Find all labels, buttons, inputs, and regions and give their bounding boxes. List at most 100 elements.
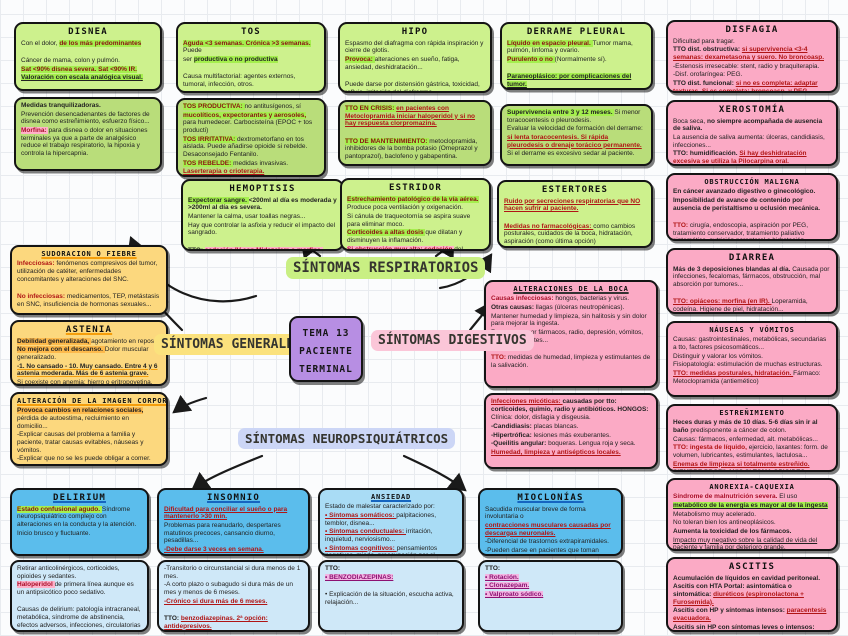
box-obstruccion-title: OBSTRUCCIÓN MALIGNA (704, 178, 800, 186)
box-boca-infecciones: Infecciones micóticas: causadas por tto:… (484, 393, 658, 469)
text-line: Mantener la calma, usar toallas negras..… (188, 212, 306, 220)
text-line (17, 598, 142, 606)
text-line: Dificultad para conciliar el sueño o par… (164, 505, 288, 521)
text-line: Evaluar la velocidad de formación del de… (507, 125, 643, 133)
text-line: • Clonazepam. (485, 582, 530, 590)
text-line: Sat <90% disnea severa. Sat <90% IR. (21, 65, 137, 73)
box-insomnio-body: Dificultad para conciliar el sueño o par… (164, 506, 303, 554)
text-line: -Pueden darse en pacientes que toman opi… (485, 546, 599, 554)
text-line: TTO: ingesta de líquido, ejercicio, laxa… (673, 444, 828, 459)
text-line (345, 129, 485, 137)
text-line: Humedad, limpieza y antisépticos locales… (491, 448, 621, 456)
text-line: TTO: medidas posturales, hidratación. Fá… (673, 369, 821, 385)
box-estrenimiento-title: ESTREÑIMIENTO (719, 409, 785, 417)
box-estertores: ESTERTORES Ruido por secreciones respira… (497, 180, 653, 248)
text-line: Problemas para reanudarlo, despertares m… (164, 521, 281, 545)
box-hipo-title: HIPO (401, 27, 429, 37)
box-delirium-tto: Retirar anticolinérgicos, corticoides, o… (10, 560, 149, 632)
text-line: Morfina: para disnea o dolor en situacio… (21, 126, 148, 157)
text-line: Sacudida muscular breve de forma involun… (485, 505, 586, 521)
box-mioclonias-body: Sacudida muscular breve de forma involun… (485, 505, 616, 554)
text-line: contracciones musculares causadas por de… (485, 521, 611, 537)
text-line: TTO: opiáceos: morfina (en IR). Loperami… (673, 298, 808, 313)
text-line: Estado de malestar caracterizado por: (325, 503, 435, 511)
text-line: Haloperidol de primera línea aunque es u… (17, 581, 134, 596)
text-line: -1. No cansado - 10. Muy cansado. Entre … (17, 362, 158, 378)
text-line (507, 65, 646, 73)
label-sintomas-digestivos: SÍNTOMAS DIGESTIVOS (371, 330, 534, 351)
text-line: -Estenosis irresecable: stent, radio y b… (673, 62, 820, 70)
text-line: • Síntomas cognitivos: pensamientos nega… (325, 544, 438, 556)
box-hipo-body: Espasmo del diafragma con rápida inspira… (345, 39, 485, 93)
box-estridor-body: Estrechamiento patológico de la vía aére… (347, 195, 484, 249)
text-line: Si el derrame es excesivo sedar al pacie… (507, 150, 635, 158)
arrow-generales-imagen (172, 394, 208, 414)
box-estertores-title: ESTERTORES (541, 185, 609, 195)
box-hipo-tto: TTO EN CRISIS: en pacientes con Metoclop… (338, 100, 492, 166)
text-line: Espasmo del diafragma con rápida inspira… (345, 39, 484, 55)
text-line: -Diferencial de trastornos extrapiramida… (485, 538, 609, 546)
text-line: • Síntomas somáticos: palpitaciones, tem… (325, 511, 437, 527)
box-derrame-tto-body: Supervivencia entre 3 y 12 meses. Si men… (507, 109, 646, 158)
box-sudoracion-fiebre: SUDORACION O FIEBRE Infecciosas: fenómen… (10, 245, 168, 315)
box-delirium-tto-body: Retirar anticolinérgicos, corticoides, o… (17, 565, 142, 630)
box-alteraciones-boca: ALTERACIONES DE LA BOCA Causas infeccios… (484, 280, 658, 388)
text-line: TTO DE MANTENIMIENTO: metoclopramida, in… (345, 137, 478, 160)
box-nauseas-title: NÁUSEAS Y VÓMITOS (709, 326, 795, 334)
box-obstruccion-maligna: OBSTRUCCIÓN MALIGNA En cáncer avanzado d… (666, 173, 838, 241)
box-ansiedad-body: Estado de malestar caracterizado por:• S… (325, 503, 457, 556)
arrow-neuro-right (402, 454, 467, 492)
box-alteracion-imagen-corporal: ALTERACIÓN DE LA IMAGEN CORPORAL Provoca… (10, 392, 168, 466)
text-line: Provoca cambios en relaciones sociales, … (17, 407, 144, 430)
text-line: Provoca: alteraciones en sueño, fatiga, … (345, 55, 460, 71)
box-imagen-title: ALTERACIÓN DE LA IMAGEN CORPORAL (17, 397, 168, 405)
box-disnea: DISNEA Con el dolor, de los más predomin… (14, 22, 162, 91)
text-line: TTO: sedación IV con Midazolam o morfina… (188, 246, 337, 249)
box-ascitis: ASCITIS Acumulación de líquidos en cavid… (666, 557, 838, 632)
text-line: -Queilitis angular: boqueras. Lengua roj… (491, 440, 636, 448)
box-disfagia-body: Dificultad para tragar.TTO dist. obstruc… (673, 37, 831, 91)
box-ansiedad: ANSIEDAD Estado de malestar caracterizad… (318, 488, 464, 556)
text-line: Inicio brusco y fluctuante. (17, 529, 91, 537)
text-line: Con el dolor, de los más predominantes (21, 39, 142, 47)
text-line: Acumulación de líquidos en cavidad perit… (673, 574, 821, 582)
text-line: No toleran bien los antineoplásicos. (673, 519, 776, 527)
box-estridor-title: ESTRIDOR (389, 183, 442, 193)
text-line: Mantener humedad y limpieza, sin halitos… (491, 312, 647, 328)
box-derrame-body: Líquido en espacio pleural. Tumor mama, … (507, 39, 646, 88)
box-diarrea-title: DIARREA (728, 253, 776, 263)
label-sintomas-respiratorios: SÍNTOMAS RESPIRATORIOS (286, 257, 486, 279)
box-ascitis-title: ASCITIS (728, 562, 776, 572)
text-line: -Explicar que no se les puede obligar a … (17, 455, 151, 463)
text-line: TTO: benzodiazepinas. 2ª opción: antidep… (164, 614, 268, 630)
text-line: Puede darse por distensión gástrica, tox… (345, 80, 480, 93)
text-line: Medidas tranquilizadoras. (21, 102, 101, 109)
text-line: -Disf. orofaríngea: PEG. (673, 71, 743, 79)
text-line: Dificultad para tragar. (673, 37, 735, 45)
text-line: Imposibilidad de avance de contenido por… (673, 196, 821, 212)
text-line: Líquido en espacio pleural. Tumor mama, … (507, 39, 633, 55)
text-line: Distinguir y valorar los vómitos. (673, 352, 763, 360)
box-insomnio-tto-body: -Transitorio o circunstancial si dura me… (164, 565, 303, 630)
text-line (21, 48, 155, 56)
box-hemoptisis: HEMOPTISIS Expectorar sangre. <200ml al … (181, 179, 344, 251)
text-line: -A corto plazo o subagudo si dura más de… (164, 581, 293, 596)
text-line: Clínica: dolor, disfagia y disgeusia. (491, 414, 591, 422)
box-sudoracion-body: Infecciosas: fenómenos compresivos del t… (17, 260, 161, 308)
text-line: si lenta toracocentesis. Si rápida pleur… (507, 133, 642, 149)
text-line: No mejora con el descanso. Dolor muscula… (17, 346, 149, 361)
text-line: Ascitis sin HP con síntomas leves o inte… (673, 623, 815, 631)
text-line: Laserterapia o crioterapia. (183, 168, 265, 176)
text-line: TOS IRRITATIVA: dextrometorfano en tos a… (183, 135, 308, 158)
label-sintomas-generales: SÍNTOMAS GENERALES (154, 334, 309, 355)
text-line: Fisiopatología: estimulación de muchas e… (673, 361, 823, 369)
box-hemoptisis-title: HEMOPTISIS (229, 184, 296, 194)
text-line: Infecciosas: fenómenos compresivos del t… (17, 260, 158, 283)
text-line: Paraneoplásico: por complicaciones del t… (507, 73, 632, 88)
text-line: Impacto muy negativo sobre la calidad de… (673, 536, 818, 551)
box-astenia-body: Debilidad generalizada, agotamiento en r… (17, 337, 161, 384)
text-line (164, 606, 303, 614)
box-insomnio-title: INSOMNIO (207, 493, 260, 503)
